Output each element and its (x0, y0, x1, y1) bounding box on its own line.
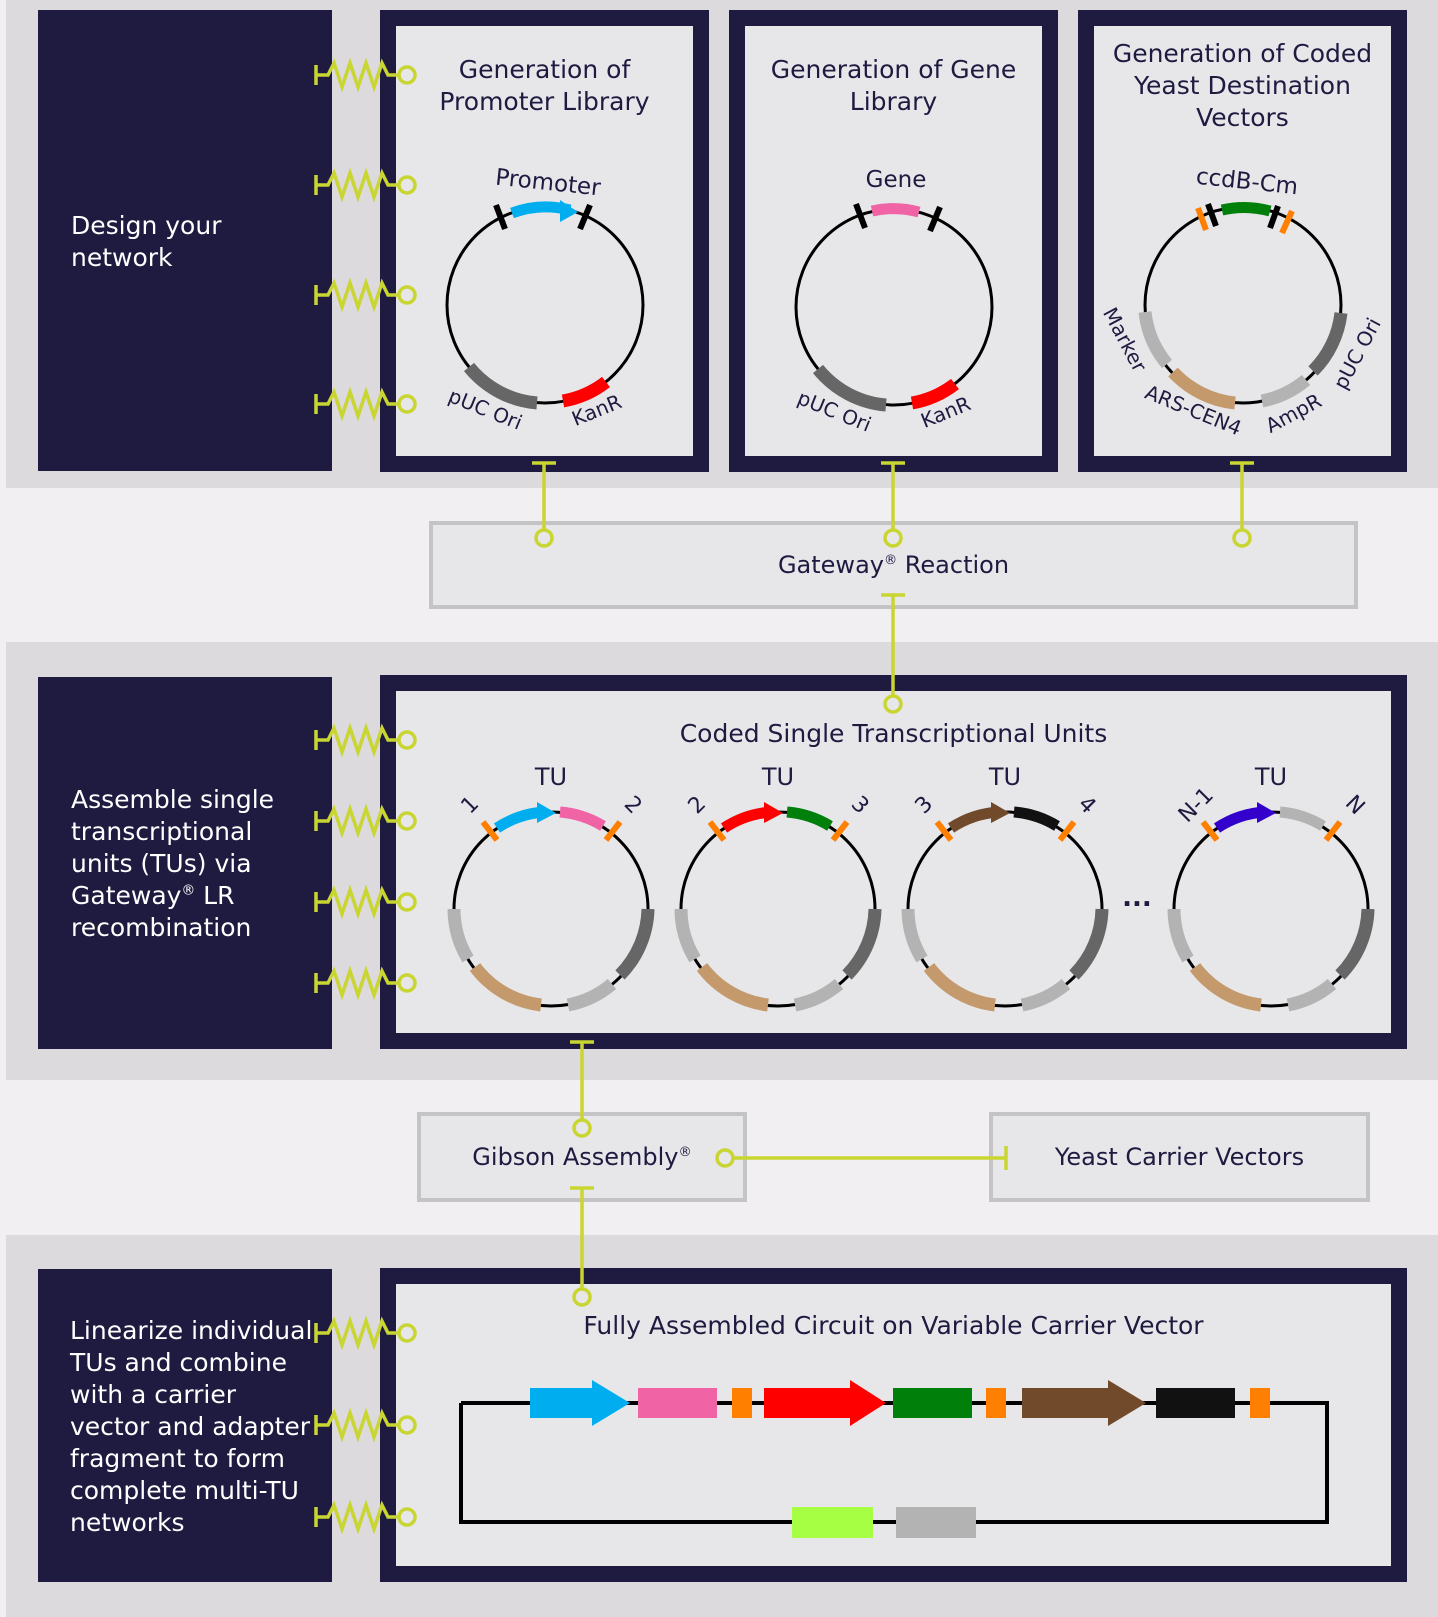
gene-panel-title: Generation of Gene Library (745, 54, 1042, 118)
yeast-title-line: Generation of Coded (1112, 39, 1373, 68)
step2-label-box (38, 677, 332, 1049)
promoter-title-line: Promoter Library (439, 87, 650, 116)
circuit-gene-1 (638, 1388, 717, 1418)
gateway-reaction-label: Gateway® Reaction (431, 551, 1356, 579)
step2-label-line: units (TUs) via (71, 849, 252, 878)
tu-plasmid-1 (447, 802, 655, 1012)
step3-label-line: vector and adapter (70, 1412, 311, 1441)
registered-mark: ® (883, 553, 898, 568)
step2-label: Assemble single transcriptional units (T… (71, 784, 274, 944)
circuit-panel-title: Fully Assembled Circuit on Variable Carr… (396, 1310, 1391, 1342)
circuit-panel-title-text: Fully Assembled Circuit on Variable Carr… (583, 1311, 1204, 1340)
gateway-word: Gateway (777, 551, 884, 579)
yeast-panel-title: Generation of Coded Yeast Destination Ve… (1094, 38, 1391, 134)
step3-label-line: TUs and combine (70, 1348, 287, 1377)
tu-plasmid-2 (674, 802, 882, 1012)
step3-label-line: with a carrier (70, 1380, 237, 1409)
circuit-promoter-3 (1022, 1380, 1146, 1426)
circuit-panel (396, 1284, 1391, 1566)
tu-panel-title: Coded Single Transcriptional Units (396, 718, 1391, 750)
promoter-panel-title: Generation of Promoter Library (396, 54, 693, 118)
step1-label-line: Design your (71, 211, 222, 240)
circuit-carrier-segment (896, 1507, 976, 1538)
tu-label-1: TU (534, 763, 567, 791)
gibson-word: Gibson Assembly (472, 1143, 679, 1171)
step2-label-gateway: Gateway (71, 881, 182, 910)
tu-plasmid-3 (901, 802, 1109, 1012)
promoter-panel (396, 26, 693, 456)
gene-title-line: Library (849, 87, 938, 116)
step1-label-box (38, 10, 332, 471)
circuit-promoter-1 (530, 1380, 630, 1426)
yeast-title-line: Vectors (1196, 103, 1289, 132)
gateway-suffix: Reaction (897, 551, 1010, 579)
yeast-carrier-vectors-label: Yeast Carrier Vectors (1054, 1143, 1305, 1171)
step2-label-line: recombination (71, 913, 252, 942)
step3-label-line: fragment to form (70, 1444, 285, 1473)
promoter-plasmid (445, 200, 645, 410)
tu-panel (396, 691, 1391, 1033)
gene-insert-label: Gene (866, 167, 927, 193)
step2-label-line: transcriptional (71, 817, 253, 846)
step3-label-line: complete multi-TU (70, 1476, 299, 1505)
step3-label-line: networks (70, 1508, 185, 1537)
circuit-gene-3 (1156, 1388, 1235, 1418)
tu-label-3: TU (988, 763, 1021, 791)
step3-label-line: Linearize individual (70, 1316, 313, 1345)
yeast-carrier-vectors-box (989, 1112, 1370, 1202)
step3-label-box (38, 1269, 332, 1582)
promoter-title-line: Generation of (458, 55, 631, 84)
step2-label-line: Assemble single (71, 785, 275, 814)
circuit-gene-2 (893, 1388, 972, 1418)
assembled-circuit (459, 1380, 1329, 1538)
step1-label: Design your network (71, 210, 221, 274)
tu-label-n: TU (1254, 763, 1287, 791)
gibson-assembly-label: Gibson Assembly® (419, 1143, 745, 1171)
tu-panel-title-text: Coded Single Transcriptional Units (679, 719, 1108, 748)
gene-panel (745, 26, 1042, 456)
flow-connectors (532, 461, 1254, 1307)
yeast-title-line: Yeast Destination (1134, 71, 1351, 100)
gene-plasmid (794, 202, 994, 412)
step3-label: Linearize individual TUs and combine wit… (70, 1315, 312, 1539)
circuit-site-3 (1250, 1388, 1270, 1418)
tu-plasmid-n (1167, 802, 1375, 1012)
step2-label-line: Gateway® LR (71, 880, 274, 912)
gene-title-line: Generation of Gene (770, 55, 1017, 84)
circuit-adapter (792, 1507, 873, 1538)
yeast-destination-plasmid (1138, 202, 1348, 410)
registered-mark: ® (678, 1145, 692, 1160)
circuit-site-2 (986, 1388, 1006, 1418)
step1-label-line: network (71, 243, 173, 272)
tu-ellipsis: ... (1122, 883, 1152, 913)
step2-label-lr: LR (195, 881, 235, 910)
registered-mark: ® (181, 882, 196, 899)
circuit-site-1 (732, 1388, 752, 1418)
circuit-promoter-2 (764, 1380, 886, 1426)
yeast-panel (1094, 26, 1391, 456)
tu-label-2: TU (761, 763, 794, 791)
